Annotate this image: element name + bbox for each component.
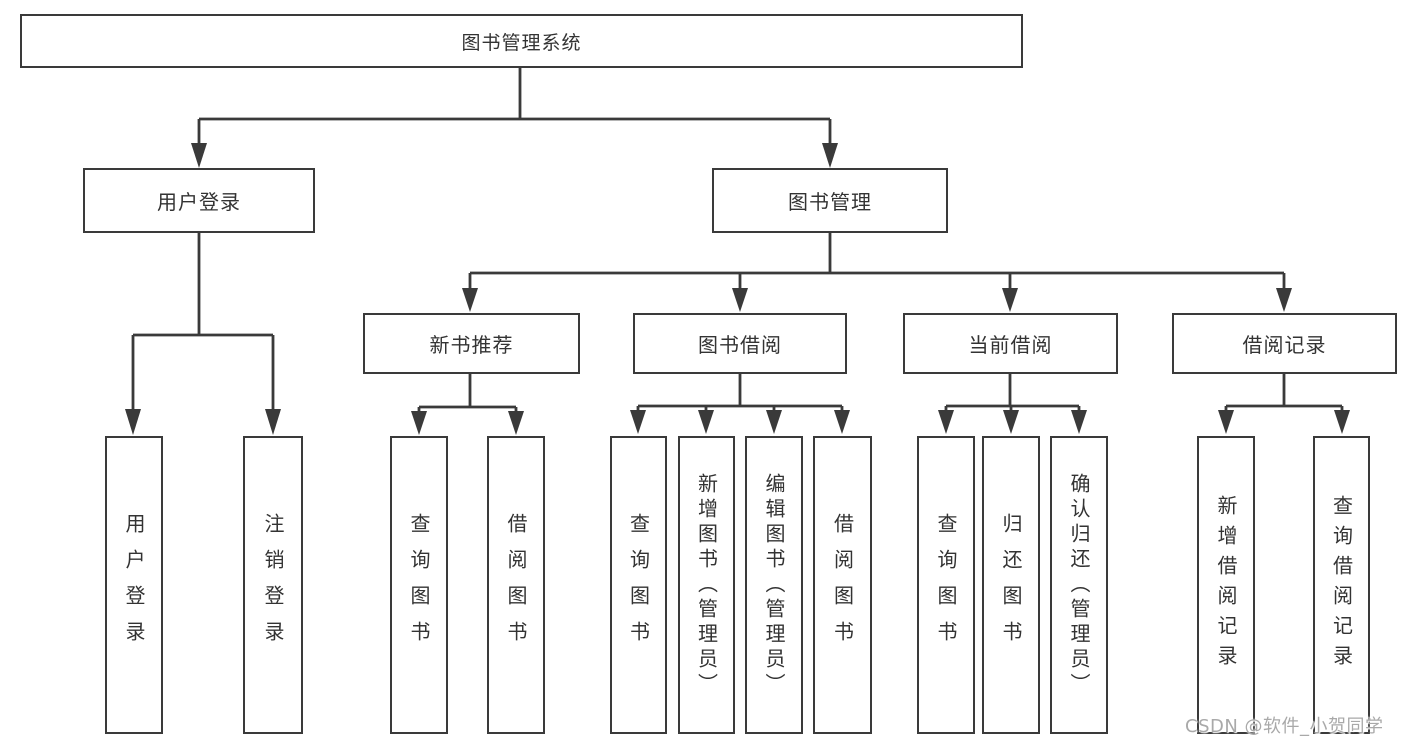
connector-book-mgmt	[468, 233, 1286, 290]
node-library-system: 图书管理系统	[20, 14, 1023, 68]
node-label: 注销登录	[261, 513, 285, 657]
node-label: 查询图书	[626, 513, 651, 657]
node-label: 查询图书	[407, 513, 431, 657]
arrow-down-icon	[698, 410, 714, 434]
node-label: 确认归还（管理员）	[1067, 472, 1091, 698]
node-book-management: 图书管理	[712, 168, 948, 233]
connector-new-recommend	[417, 374, 518, 413]
arrow-down-icon	[1334, 410, 1350, 434]
connector-user-login	[131, 233, 275, 412]
leaf-confirm-return-admin: 确认归还（管理员）	[1050, 436, 1108, 734]
node-label: 查询借阅记录	[1329, 495, 1354, 675]
leaf-borrowing-query-books: 查询图书	[610, 436, 667, 734]
leaf-edit-books-admin: 编辑图书（管理员）	[745, 436, 803, 734]
arrow-down-icon	[462, 288, 478, 312]
arrow-down-icon	[822, 143, 838, 168]
leaf-user-login: 用户登录	[105, 436, 163, 734]
leaf-recommend-borrow-books: 借阅图书	[487, 436, 545, 734]
node-label: 图书管理系统	[461, 31, 582, 54]
leaf-add-books-admin: 新增图书（管理员）	[678, 436, 735, 734]
leaf-return-books: 归还图书	[982, 436, 1040, 734]
leaf-add-borrow-record: 新增借阅记录	[1197, 436, 1255, 734]
node-label: 当前借阅	[968, 333, 1053, 357]
node-label: 归还图书	[999, 513, 1023, 657]
arrow-down-icon	[1002, 288, 1018, 312]
arrow-down-icon	[1003, 410, 1019, 434]
node-label: 借阅图书	[830, 513, 855, 657]
node-label: 借阅图书	[504, 513, 528, 657]
node-user-login: 用户登录	[83, 168, 315, 233]
arrow-down-icon	[732, 288, 748, 312]
node-label: 借阅记录	[1242, 333, 1327, 357]
node-label: 编辑图书（管理员）	[762, 472, 786, 698]
connector-book-borrowing	[636, 374, 844, 413]
node-label: 新增借阅记录	[1214, 495, 1238, 675]
arrow-down-icon	[1071, 410, 1087, 434]
leaf-borrowing-borrow-books: 借阅图书	[813, 436, 872, 734]
arrow-down-icon	[834, 410, 850, 434]
leaf-recommend-query-books: 查询图书	[390, 436, 448, 734]
connector-root	[197, 68, 832, 146]
node-current-borrowing: 当前借阅	[903, 313, 1118, 374]
node-label: 用户登录	[122, 513, 146, 657]
node-label: 用户登录	[157, 190, 241, 214]
node-label: 图书借阅	[698, 333, 782, 357]
leaf-logout: 注销登录	[243, 436, 303, 734]
node-label: 新书推荐	[429, 333, 514, 357]
leaf-current-query-books: 查询图书	[917, 436, 975, 734]
node-label: 新增图书（管理员）	[694, 472, 719, 698]
arrow-down-icon	[125, 409, 141, 435]
arrow-down-icon	[411, 411, 427, 435]
connector-current-borrowing	[944, 374, 1081, 413]
arrow-down-icon	[630, 410, 646, 434]
arrow-down-icon	[938, 410, 954, 434]
connector-borrow-records	[1224, 374, 1344, 413]
arrow-down-icon	[265, 409, 281, 435]
node-borrow-records: 借阅记录	[1172, 313, 1397, 374]
arrow-down-icon	[766, 410, 782, 434]
node-label: 图书管理	[788, 190, 872, 214]
csdn-watermark: CSDN @软件_小贺同学	[1185, 716, 1384, 737]
arrow-down-icon	[508, 411, 524, 435]
node-book-borrowing: 图书借阅	[633, 313, 847, 374]
arrow-down-icon	[1276, 288, 1292, 312]
node-label: 查询图书	[934, 513, 958, 657]
arrow-down-icon	[191, 143, 207, 168]
arrow-down-icon	[1218, 410, 1234, 434]
node-new-book-recommend: 新书推荐	[363, 313, 580, 374]
leaf-query-borrow-record: 查询借阅记录	[1313, 436, 1370, 734]
